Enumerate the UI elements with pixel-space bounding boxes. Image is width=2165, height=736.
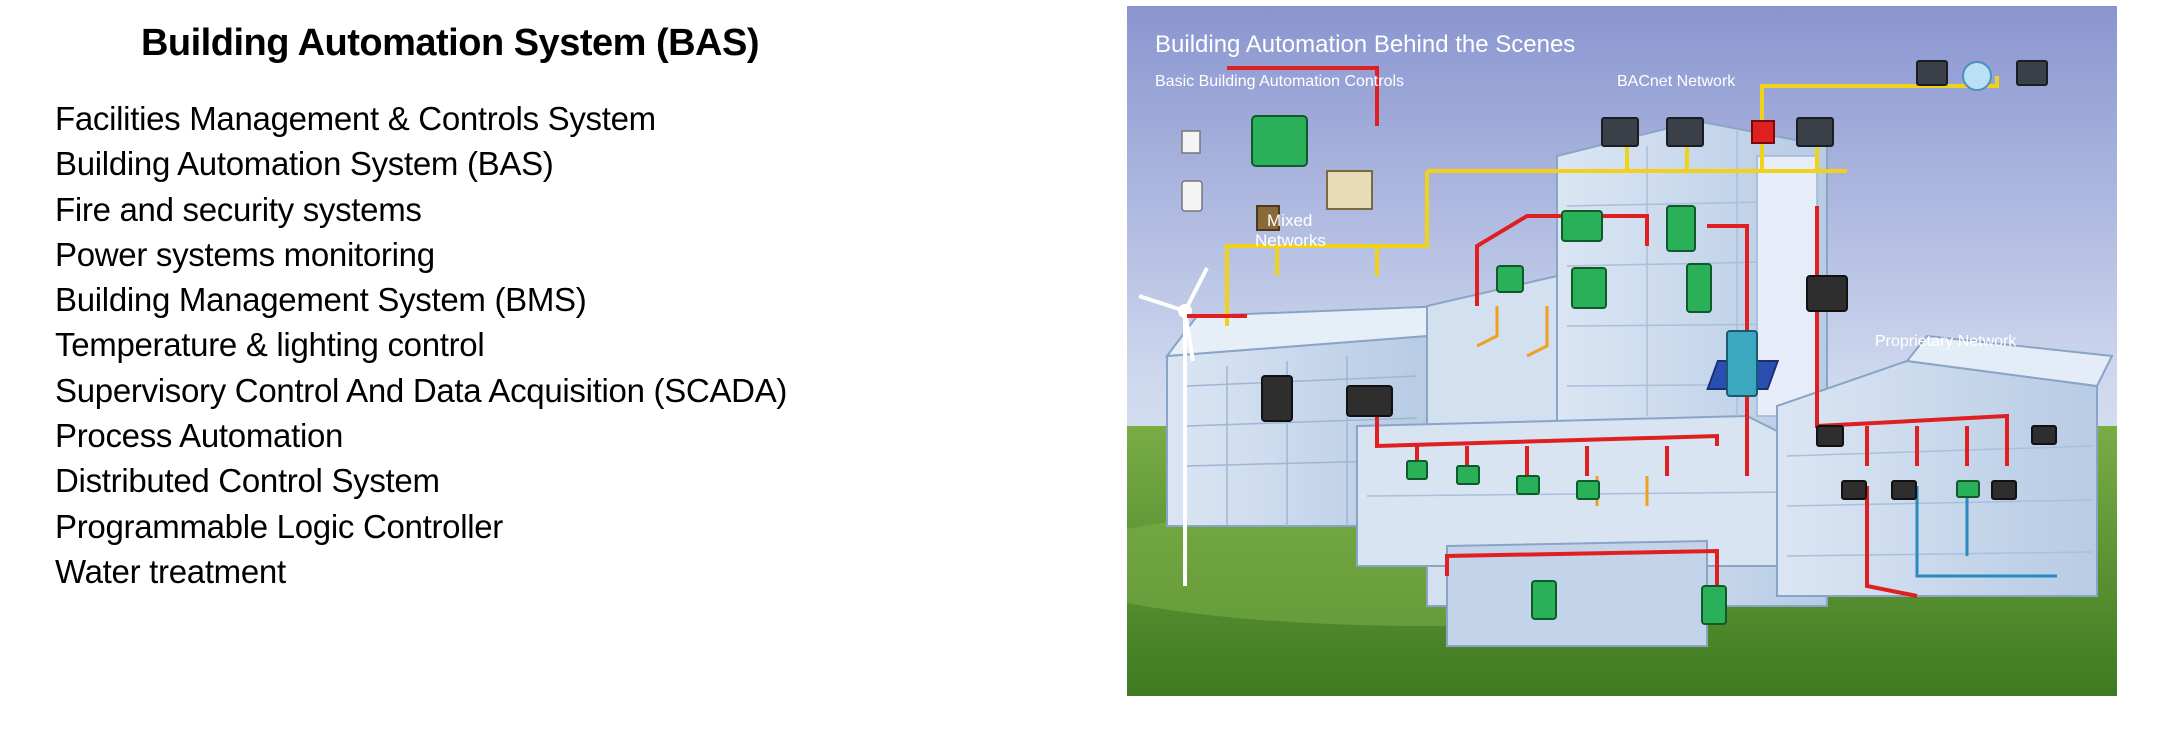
list-item: Programmable Logic Controller: [55, 507, 503, 545]
list-item: Building Management System (BMS): [55, 281, 587, 319]
remote-sensor-icon: [1181, 180, 1203, 212]
list-item: Building Automation System (BAS): [55, 145, 554, 183]
dark-controllers: [1261, 275, 2057, 500]
topic-list: Facilities Management & Controls System …: [55, 96, 787, 594]
right-building: [1706, 334, 2114, 597]
thermostat-icon: [1181, 130, 1201, 154]
mixed-networks-label-line2: Networks: [1255, 231, 1326, 250]
bacnet-wires: [1225, 76, 1999, 326]
list-item: Distributed Control System: [55, 462, 440, 500]
list-item: Temperature & lighting control: [55, 326, 485, 364]
router-icon: [1751, 120, 1775, 144]
workstation-monitors: [1601, 60, 2048, 147]
list-item: Fire and security systems: [55, 190, 422, 228]
wind-turbine: [1138, 267, 1209, 586]
hvac-unit-icon: [1326, 170, 1373, 210]
bacnet-network-label: BACnet Network: [1617, 73, 1736, 90]
actuator-icon: [1256, 205, 1280, 231]
mixed-networks-label-line1: Mixed: [1267, 211, 1312, 230]
list-item: Water treatment: [55, 552, 286, 590]
list-item: Process Automation: [55, 417, 344, 455]
controllers: [1251, 115, 1980, 625]
building-automation-illustration: Building Automation Behind the Scenes Ba…: [1127, 6, 2117, 696]
list-item: Supervisory Control And Data Acquisition…: [55, 371, 788, 409]
proprietary-network-label: Proprietary Network: [1875, 333, 2017, 350]
list-item: Power systems monitoring: [55, 235, 435, 273]
slide-title: Building Automation System (BAS): [140, 22, 760, 64]
basic-controls-label: Basic Building Automation Controls: [1155, 73, 1404, 90]
network-globe-icon: [1962, 61, 1992, 91]
list-item: Facilities Management & Controls System: [55, 100, 656, 137]
figure-title: Building Automation Behind the Scenes: [1155, 31, 1575, 58]
